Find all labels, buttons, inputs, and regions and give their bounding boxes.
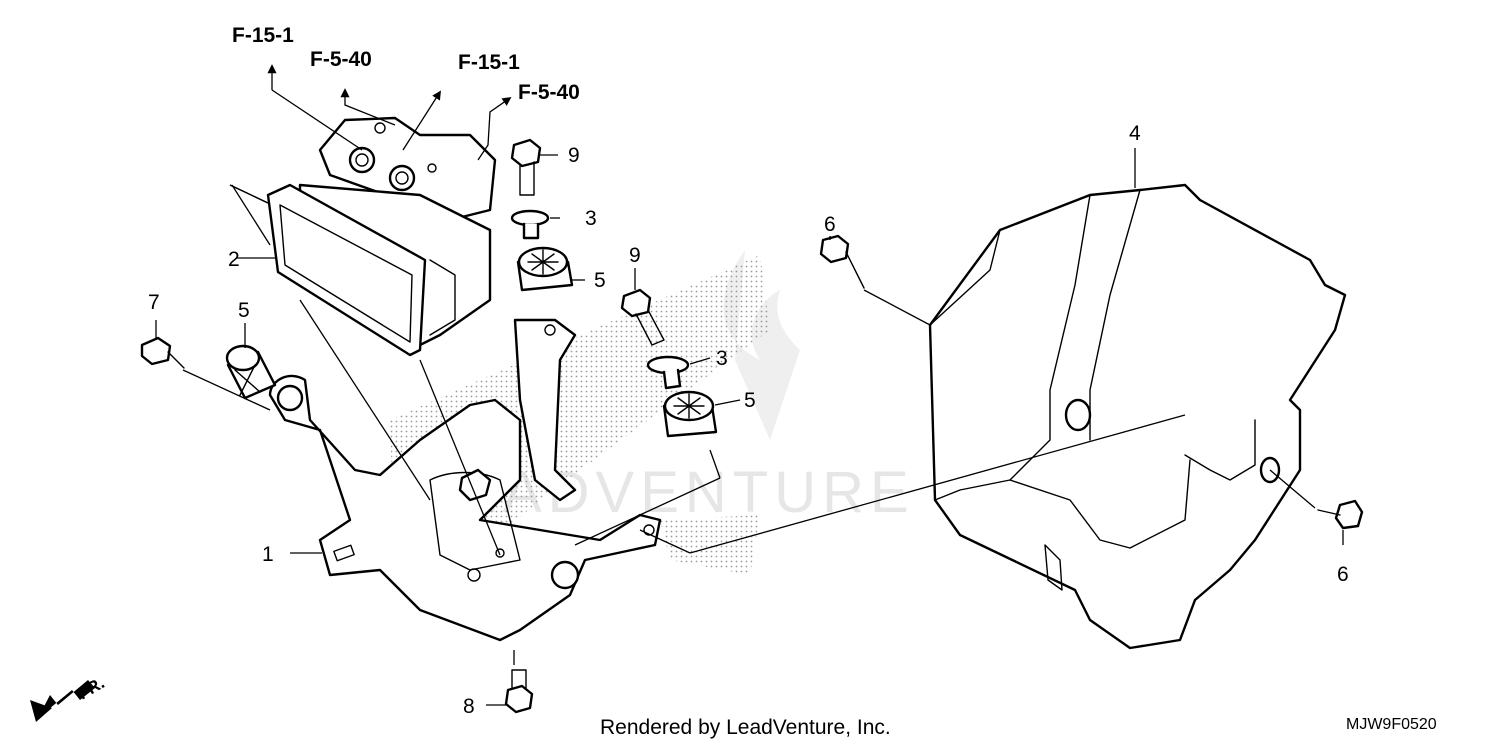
callout-9-middle: 9 <box>629 244 641 267</box>
bolt-9-upper <box>510 138 542 196</box>
callout-3-upper: 3 <box>585 207 597 230</box>
ref-f5-40-right: F-5-40 <box>518 81 580 104</box>
screw-6-upper <box>819 234 865 289</box>
callout-2: 2 <box>228 248 240 271</box>
callout-5-left: 5 <box>238 299 250 322</box>
washer-3-upper <box>510 209 550 240</box>
bolt-9-middle <box>620 288 665 346</box>
callout-4: 4 <box>1129 122 1141 145</box>
callout-7: 7 <box>148 291 160 314</box>
front-direction-marker: FR. <box>30 673 108 722</box>
abs-cover <box>928 183 1347 650</box>
ref-f5-40-left: F-5-40 <box>310 48 372 71</box>
callout-9-upper: 9 <box>568 144 580 167</box>
callout-8: 8 <box>463 695 475 718</box>
callout-5-upper: 5 <box>594 269 606 292</box>
callout-3-middle: 3 <box>716 347 728 370</box>
callout-numbers: 1 2 3 3 4 5 5 5 6 6 7 8 9 9 <box>148 122 1349 718</box>
bolt-8 <box>504 669 534 714</box>
ref-f15-1-left: F-15-1 <box>232 24 294 47</box>
callout-6-upper: 6 <box>824 213 836 236</box>
grommet-5-left <box>225 344 277 400</box>
callout-6-lower: 6 <box>1337 563 1349 586</box>
footer-credit: Rendered by LeadVenture, Inc. <box>600 716 891 739</box>
washer-3-middle <box>646 355 690 390</box>
abs-bracket <box>268 318 662 642</box>
ref-f15-1-right: F-15-1 <box>458 51 520 74</box>
screw-7 <box>140 336 185 369</box>
callout-5-middle: 5 <box>744 389 756 412</box>
callout-1: 1 <box>262 543 274 566</box>
diagram-code: MJW9F0520 <box>1346 716 1437 733</box>
screw-6-lower <box>1317 499 1364 530</box>
reference-labels: F-15-1 F-5-40 F-15-1 F-5-40 <box>232 24 580 104</box>
abs-modulator <box>266 116 497 357</box>
grommet-5-upper <box>516 246 574 292</box>
grommet-5-middle <box>662 390 718 438</box>
leader-lines <box>155 64 1344 706</box>
